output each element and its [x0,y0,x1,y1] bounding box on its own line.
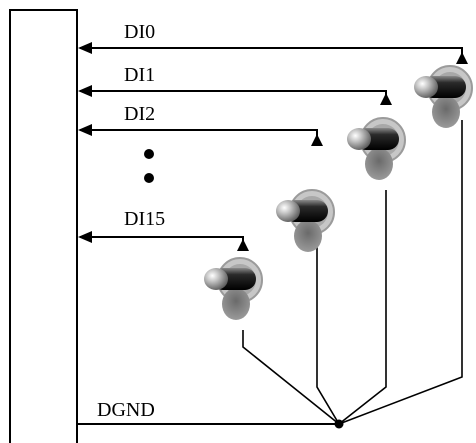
channel-label-di0: DI0 [124,21,155,43]
return-wires [242,120,463,425]
signal-wire-di2 [80,129,318,144]
channel-di0: DI0 [78,21,468,64]
arrow-up-icon [456,52,468,64]
ellipsis-dot [144,149,154,159]
arrow-left-icon [78,85,92,97]
arrow-left-icon [78,124,92,136]
ground-label: DGND [97,399,155,421]
channel-di1: DI1 [78,64,392,105]
channel-label-di2: DI2 [124,103,155,125]
arrow-up-icon [311,134,323,146]
channel-di2: DI2 [78,103,323,146]
toggle-switch-icon [413,65,473,129]
junction-dot [334,419,344,429]
arrow-left-icon [78,231,92,243]
ellipsis [144,149,154,183]
arrow-up-icon [380,93,392,105]
channel-label-di15: DI15 [124,208,165,230]
ground-line: DGND [77,399,344,429]
channel-label-di1: DI1 [124,64,155,86]
channel-di15: DI15 [78,208,249,251]
signal-wire-di0 [80,47,463,62]
toggle-switch-icon [203,257,263,321]
toggle-switch-icon [275,189,335,253]
signal-wire-di15 [80,236,244,250]
arrow-left-icon [78,42,92,54]
ellipsis-dot [144,173,154,183]
arrow-up-icon [237,239,249,251]
toggle-switch-icon [346,117,406,181]
connector-block [9,9,78,443]
